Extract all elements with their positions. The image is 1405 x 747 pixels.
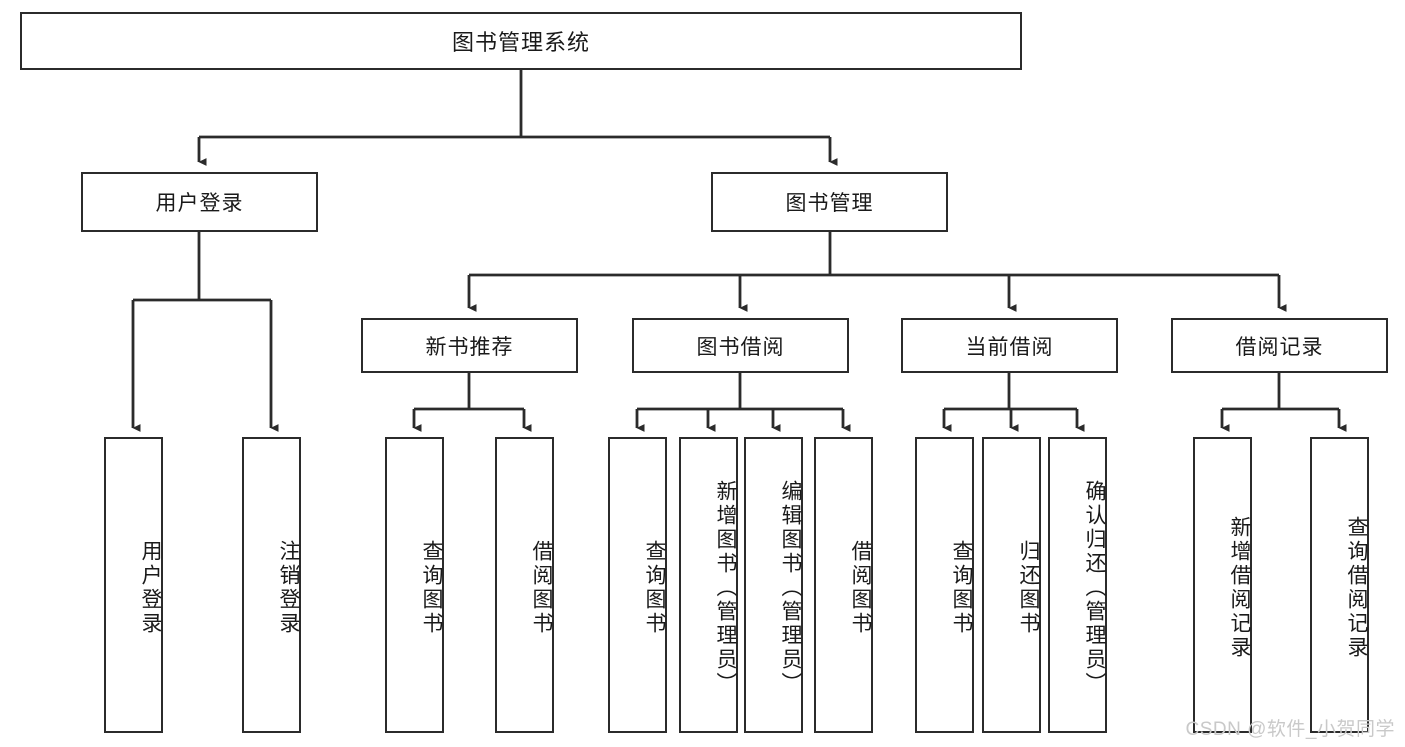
node-label: 新书推荐 xyxy=(425,335,514,359)
node-label: 用户登录 xyxy=(155,192,244,215)
node-new-book-recommend[interactable]: 新书推荐 xyxy=(361,318,578,373)
node-label: 新增借阅记录 xyxy=(1228,516,1251,660)
node-label: 查询借阅记录 xyxy=(1345,516,1368,660)
watermark: CSDN @软件_小贺同学 xyxy=(1185,719,1395,740)
node-user-login[interactable]: 用户登录 xyxy=(81,172,318,232)
leaf-borrow-add-book-admin[interactable]: 新增图书（管理员） xyxy=(679,437,738,733)
leaf-recommend-query-book[interactable]: 查询图书 xyxy=(385,437,444,733)
node-label: 图书借阅 xyxy=(696,335,785,359)
leaf-borrow-borrow-book[interactable]: 借阅图书 xyxy=(814,437,873,733)
node-label: 借阅图书 xyxy=(849,540,872,636)
node-borrow-record[interactable]: 借阅记录 xyxy=(1171,318,1388,373)
leaf-borrow-query-book[interactable]: 查询图书 xyxy=(608,437,667,733)
node-label: 图书管理 xyxy=(785,192,874,215)
leaf-record-add-record[interactable]: 新增借阅记录 xyxy=(1193,437,1252,733)
node-label: 用户登录 xyxy=(139,540,162,636)
leaf-record-query-record[interactable]: 查询借阅记录 xyxy=(1310,437,1369,733)
leaf-user-login-signin[interactable]: 用户登录 xyxy=(104,437,163,733)
node-label: 图书管理系统 xyxy=(451,30,590,55)
node-label: 查询图书 xyxy=(950,540,973,636)
node-label: 归还图书 xyxy=(1017,540,1040,636)
node-book-borrow[interactable]: 图书借阅 xyxy=(632,318,849,373)
leaf-recommend-borrow-book[interactable]: 借阅图书 xyxy=(495,437,554,733)
node-label: 注销登录 xyxy=(277,540,300,636)
leaf-user-login-signout[interactable]: 注销登录 xyxy=(242,437,301,733)
node-label: 当前借阅 xyxy=(965,335,1054,359)
node-label: 新增图书（管理员） xyxy=(714,480,737,696)
node-label: 借阅记录 xyxy=(1235,335,1324,359)
leaf-borrow-edit-book-admin[interactable]: 编辑图书（管理员） xyxy=(744,437,803,733)
node-current-borrow[interactable]: 当前借阅 xyxy=(901,318,1118,373)
leaf-current-query-book[interactable]: 查询图书 xyxy=(915,437,974,733)
leaf-current-return-book[interactable]: 归还图书 xyxy=(982,437,1041,733)
node-root-system[interactable]: 图书管理系统 xyxy=(20,12,1022,70)
node-label: 编辑图书（管理员） xyxy=(779,480,802,696)
node-book-management[interactable]: 图书管理 xyxy=(711,172,948,232)
leaf-current-confirm-return-admin[interactable]: 确认归还（管理员） xyxy=(1048,437,1107,733)
node-label: 借阅图书 xyxy=(530,540,553,636)
node-label: 查询图书 xyxy=(643,540,666,636)
node-label: 查询图书 xyxy=(420,540,443,636)
node-label: 确认归还（管理员） xyxy=(1083,480,1106,696)
